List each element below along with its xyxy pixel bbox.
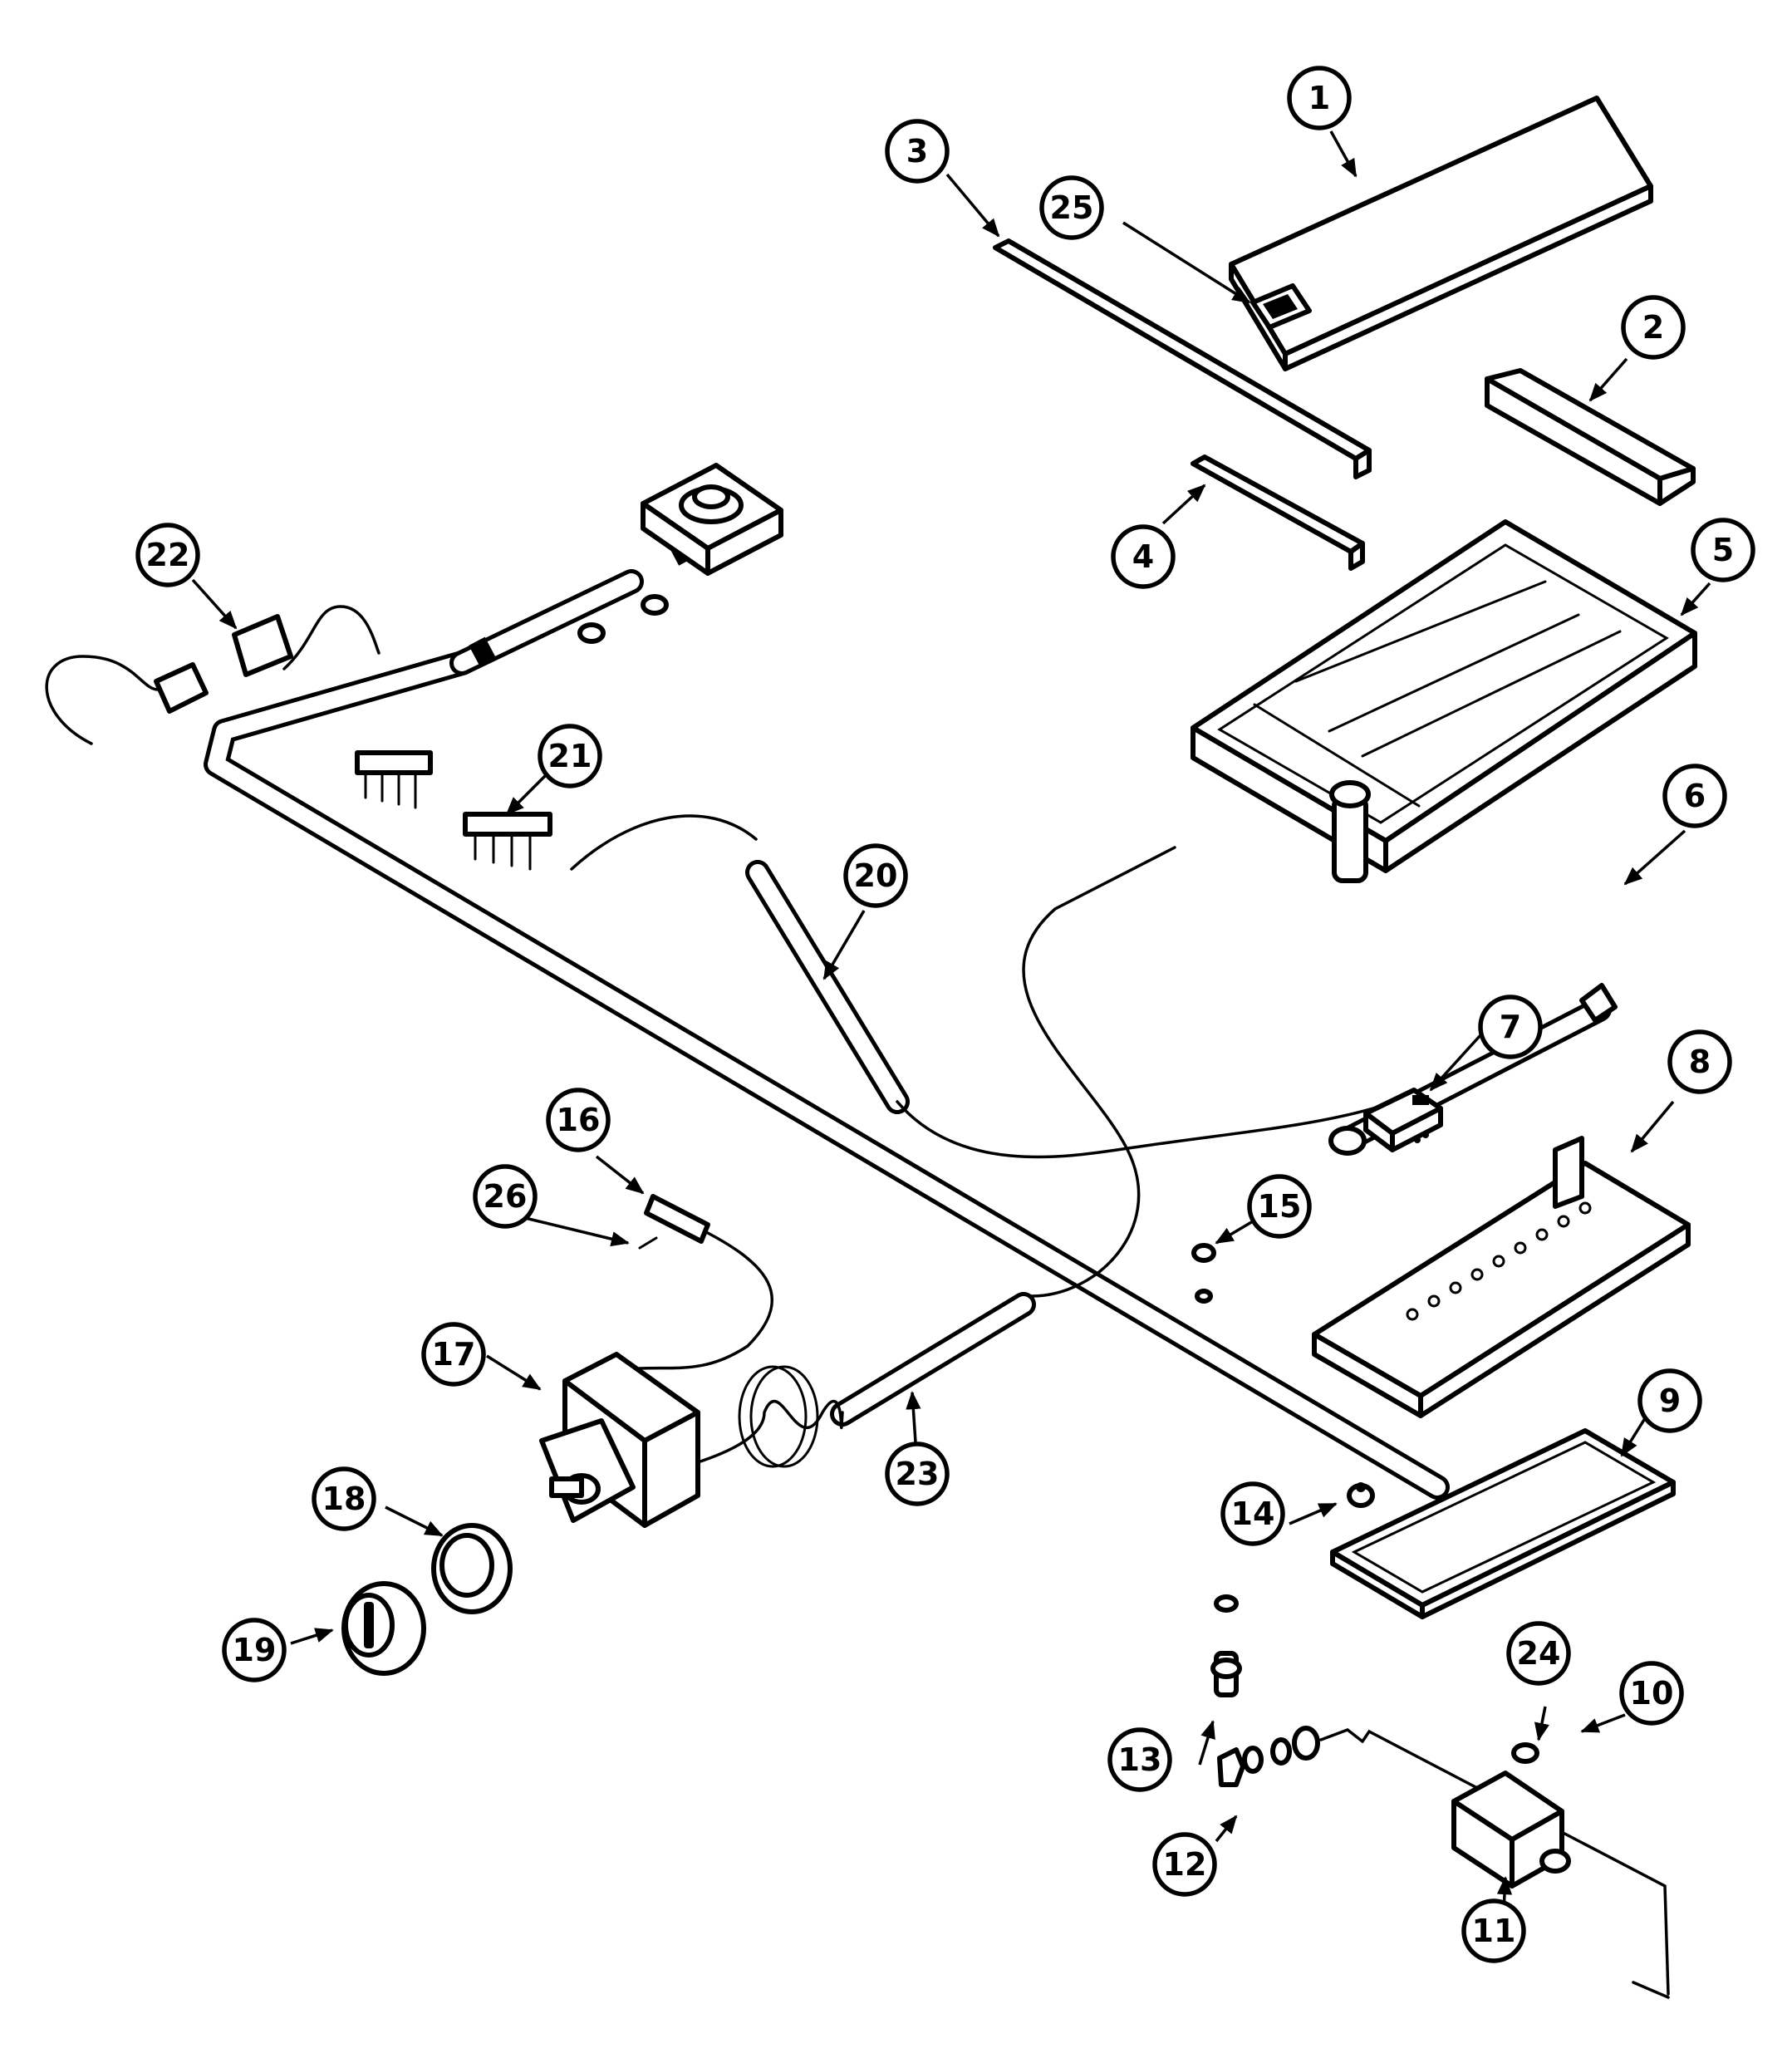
callout-26: 26 [473,1164,538,1229]
callout-24: 24 [1506,1621,1571,1686]
callout-24-label: 24 [1517,1635,1561,1672]
part-screw-washer [1191,1243,1216,1304]
callout-3-label: 3 [906,133,928,169]
part-cover-handle [1250,283,1312,330]
part-thermostat [539,1352,844,1528]
bracket-holes [1406,1201,1592,1321]
part-nut [1347,1482,1375,1508]
callout-1-label: 1 [1308,80,1330,116]
callout-23: 23 [885,1442,950,1506]
callout-11: 11 [1461,1898,1526,1963]
part-channel [1485,368,1696,506]
part-short-trim [1191,454,1365,571]
callout-13-label: 13 [1118,1741,1162,1778]
callout-17-label: 17 [432,1336,476,1373]
callout-25: 25 [1039,175,1104,240]
leader-lines [191,130,1711,1912]
callout-11-label: 11 [1472,1913,1516,1949]
part-terminal-blocks [355,750,552,871]
callout-21: 21 [538,724,602,788]
part-orifice [1210,1594,1242,1697]
part-sensor-probe [570,814,1381,1159]
part-drip-tray [1330,1428,1676,1619]
part-thermocouple [613,1194,774,1373]
callout-2-label: 2 [1642,309,1664,346]
callout-9-label: 9 [1659,1383,1681,1419]
callout-12-label: 12 [1163,1846,1207,1883]
part-valve-body [1451,1771,1571,1889]
callout-15: 15 [1247,1174,1312,1239]
callout-7: 7 [1478,995,1543,1059]
part-burner-box [1191,519,1697,883]
part-gas-valve-head [577,463,783,644]
part-capillary [1022,846,1176,1298]
callout-4: 4 [1111,524,1176,589]
callout-23-label: 23 [896,1456,940,1492]
part-bezel [431,1523,513,1614]
callout-7-label: 7 [1500,1009,1521,1045]
callout-1: 1 [1287,66,1352,130]
callout-19-label: 19 [233,1632,277,1668]
callout-18-label: 18 [322,1481,366,1517]
callout-2: 2 [1621,295,1686,360]
part-knob [341,1581,426,1676]
part-long-trim [993,238,1372,479]
callout-5: 5 [1691,518,1755,582]
callout-25-label: 25 [1050,189,1094,226]
callout-22: 22 [135,523,200,587]
callout-5-label: 5 [1712,532,1734,568]
part-elbow [1217,1726,1320,1787]
callout-6: 6 [1662,764,1727,828]
part-power-cord [45,605,380,745]
callout-16: 16 [546,1088,611,1152]
part-bracket [1312,1136,1691,1418]
callout-8-label: 8 [1689,1044,1711,1080]
callout-13: 13 [1107,1727,1172,1792]
callout-3: 3 [885,119,950,184]
part-griddle-cover [1229,96,1653,371]
callout-12: 12 [1152,1832,1217,1897]
callout-4-label: 4 [1132,538,1154,575]
callout-6-label: 6 [1684,778,1706,814]
part-igniter [1363,1088,1443,1152]
callout-16-label: 16 [557,1102,601,1138]
callout-21-label: 21 [548,738,592,774]
callout-17: 17 [421,1322,486,1387]
callout-10-label: 10 [1630,1675,1674,1712]
callout-18: 18 [312,1466,376,1531]
callout-19: 19 [222,1618,287,1682]
callout-15-label: 15 [1258,1188,1302,1225]
callout-20: 20 [843,843,908,908]
callout-22-label: 22 [146,537,190,573]
callout-20-label: 20 [854,857,898,894]
part-insulated-tube [830,1292,1036,1427]
callout-26-label: 26 [484,1178,528,1215]
callout-8: 8 [1667,1029,1732,1094]
callout-10: 10 [1619,1661,1684,1726]
callout-9: 9 [1637,1368,1702,1433]
callout-14-label: 14 [1231,1496,1275,1532]
callout-14: 14 [1220,1481,1285,1546]
part-screw [1511,1742,1539,1764]
